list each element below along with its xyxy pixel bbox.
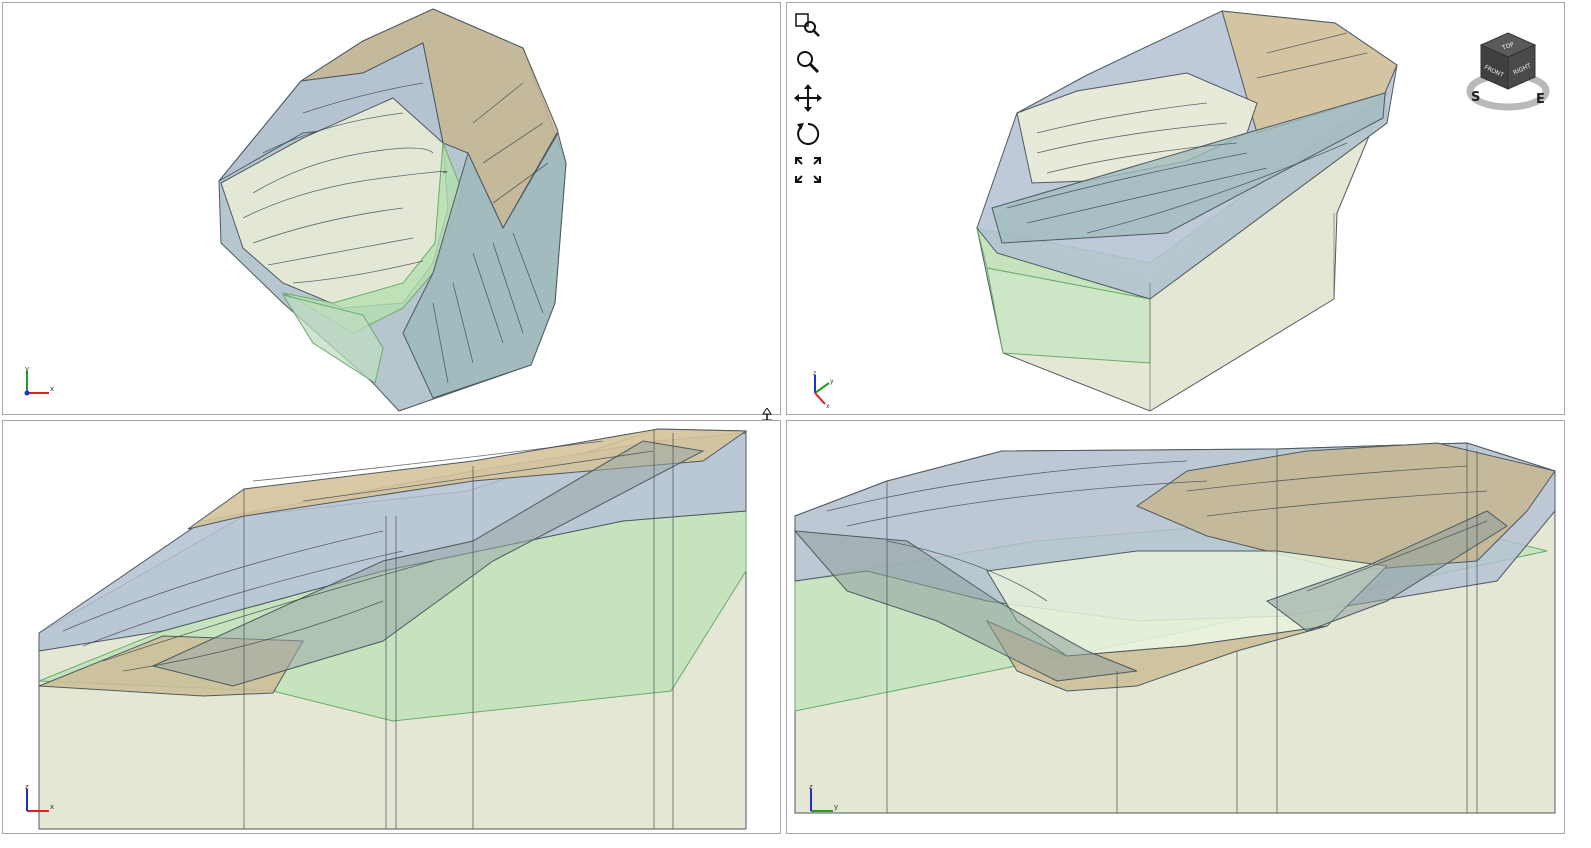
- viewport-bottom-left[interactable]: x z: [2, 420, 781, 834]
- model-perspective-view: [976, 10, 1398, 412]
- svg-text:z: z: [813, 371, 816, 377]
- svg-text:x: x: [826, 403, 830, 410]
- svg-text:x: x: [50, 385, 54, 393]
- svg-text:z: z: [809, 783, 813, 791]
- svg-text:y: y: [25, 365, 29, 373]
- zoom-extents-icon[interactable]: [793, 155, 823, 185]
- svg-text:y: y: [834, 803, 838, 811]
- axis-triad-xz: x z: [25, 783, 54, 812]
- view-navigation-cube[interactable]: TOP FRONT RIGHT S E: [1463, 29, 1553, 115]
- zoom-icon[interactable]: [793, 47, 823, 77]
- zoom-window-icon[interactable]: [793, 11, 823, 41]
- axis-triad-yz: y z: [809, 783, 838, 812]
- viewport-top-right[interactable]: TOP FRONT RIGHT S E z y x: [786, 2, 1565, 415]
- svg-text:y: y: [830, 378, 834, 385]
- viewport-bottom-right[interactable]: y z: [786, 420, 1565, 834]
- compass-east-label[interactable]: E: [1536, 92, 1545, 107]
- axis-triad-xy: x y: [24, 365, 54, 396]
- compass-south-label[interactable]: S: [1471, 90, 1480, 105]
- rotate-icon[interactable]: [793, 119, 823, 149]
- pan-icon[interactable]: [793, 83, 823, 113]
- viewport-top-left[interactable]: x y: [2, 2, 781, 415]
- model-section-yz-view: [793, 442, 1556, 814]
- svg-text:x: x: [50, 803, 54, 811]
- svg-text:z: z: [25, 783, 29, 791]
- navcube-top-label: TOP: [1500, 41, 1515, 52]
- model-plan-view: [218, 8, 567, 412]
- axis-triad-xyz: z y x: [813, 371, 834, 410]
- model-section-xz-view: [38, 428, 748, 830]
